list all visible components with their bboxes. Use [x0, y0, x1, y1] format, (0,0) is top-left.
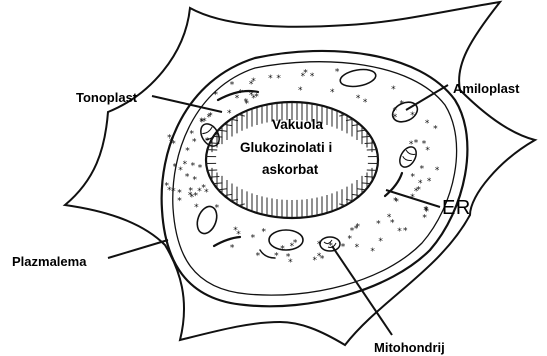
ribosome-dot: * — [435, 166, 440, 176]
label-amiloplast: Amiloplast — [453, 82, 519, 95]
ribosome-dot: * — [290, 242, 295, 252]
ribosome-dot: * — [230, 81, 235, 91]
ribosome-dot: * — [198, 164, 203, 174]
mitohondrij-leader — [332, 246, 392, 335]
ribosome-dot: * — [393, 107, 398, 117]
ribosome-dot: * — [394, 198, 399, 208]
ribosome-dot: * — [164, 181, 169, 191]
ribosome-dot: * — [330, 88, 335, 98]
label-plazmalema: Plazmalema — [12, 255, 86, 268]
organelle-oval-bottom — [269, 230, 303, 250]
ribosome-dot: * — [427, 177, 432, 187]
ribosome-dot: * — [207, 113, 212, 123]
ribosome-dot: * — [298, 86, 303, 96]
ribosome-dot: * — [171, 187, 176, 197]
ribosome-dot: * — [355, 223, 360, 233]
ribosome-dot: * — [244, 97, 249, 107]
ribosome-dot: * — [390, 219, 395, 229]
plazmalema-leader — [108, 240, 168, 258]
ribosome-dot: * — [410, 111, 415, 121]
ribosome-dot: * — [199, 117, 204, 127]
ribosome-dot: * — [403, 227, 408, 237]
label-vacuole-content-2: askorbat — [262, 163, 318, 177]
ribosome-dot: * — [205, 137, 210, 147]
ribosome-dot: * — [420, 165, 425, 175]
label-vacuole-content-1: Glukozinolati i — [240, 141, 332, 155]
ribosome-dot: * — [192, 175, 197, 185]
ribosome-dot: * — [433, 125, 438, 135]
ribosome-dot: * — [341, 243, 346, 253]
ribosome-dot: * — [303, 68, 308, 78]
ribosome-dot: * — [227, 109, 232, 119]
ribosome-dot: * — [310, 72, 315, 82]
ribosome-dot: * — [274, 252, 279, 262]
ribosome-dot: * — [167, 134, 172, 144]
ribosome-dot: * — [424, 205, 429, 215]
ribosome-dot: * — [400, 100, 405, 110]
label-mitohondrij: Mitohondrij — [374, 341, 445, 354]
ribosome-dot: * — [425, 119, 430, 129]
er-strand-bottom — [260, 250, 275, 258]
ribosome-dot: * — [356, 94, 361, 104]
ribosome-dot: * — [317, 240, 322, 250]
ribosome-dot: * — [204, 188, 209, 198]
organelle-oval-top — [339, 67, 377, 89]
ribosome-dot: * — [418, 179, 423, 189]
ribosome-dot: * — [376, 220, 381, 230]
label-tonoplast: Tonoplast — [76, 91, 137, 104]
label-vakuola: Vakuola — [272, 118, 323, 132]
ribosome-dot: * — [173, 162, 178, 172]
ribosome-dot: * — [347, 235, 352, 245]
ribosome-dot: * — [355, 243, 360, 253]
ribosome-dot: * — [194, 191, 199, 201]
ribosome-dot: * — [191, 162, 196, 172]
ribosome-dot: * — [262, 227, 267, 237]
ribosome-dot: * — [422, 139, 427, 149]
ribosome-dot: * — [235, 94, 240, 104]
ribosome-dot: * — [317, 252, 322, 262]
ribosome-dot: * — [215, 204, 220, 214]
ribosome-dot: * — [185, 146, 190, 156]
ribosome-dot: * — [194, 203, 199, 213]
ribosome-dot: * — [251, 234, 256, 244]
ribosome-dot: * — [183, 160, 188, 170]
ribosome-dot: * — [288, 258, 293, 268]
ribosome-dot: * — [192, 138, 197, 148]
ribosome-dot: * — [280, 244, 285, 254]
ribosome-dot: * — [256, 251, 261, 261]
ribosome-dot: * — [214, 90, 219, 100]
ribosome-dot: * — [268, 74, 273, 84]
ribosome-dot: * — [251, 77, 256, 87]
ribosome-dot: * — [254, 93, 259, 103]
hatch-line — [210, 177, 220, 178]
ribosome-dot: * — [335, 67, 340, 77]
hatch-line — [365, 177, 375, 178]
ribosome-dot: * — [236, 230, 241, 240]
ribosome-dot: * — [410, 173, 415, 183]
ribosome-dot: * — [177, 189, 182, 199]
ribosome-dot: * — [414, 139, 419, 149]
ribosome-dot: * — [363, 98, 368, 108]
ribosome-dot: * — [397, 227, 402, 237]
hatch-line — [365, 143, 375, 144]
ribosome-dot: * — [276, 74, 281, 84]
ribosome-dot: * — [230, 243, 235, 253]
ribosome-dot: * — [370, 247, 375, 257]
ribosome-dot: * — [378, 237, 383, 247]
label-er: ER — [442, 198, 471, 218]
ribosome-dot: * — [185, 172, 190, 182]
ribosome-dot: * — [391, 85, 396, 95]
